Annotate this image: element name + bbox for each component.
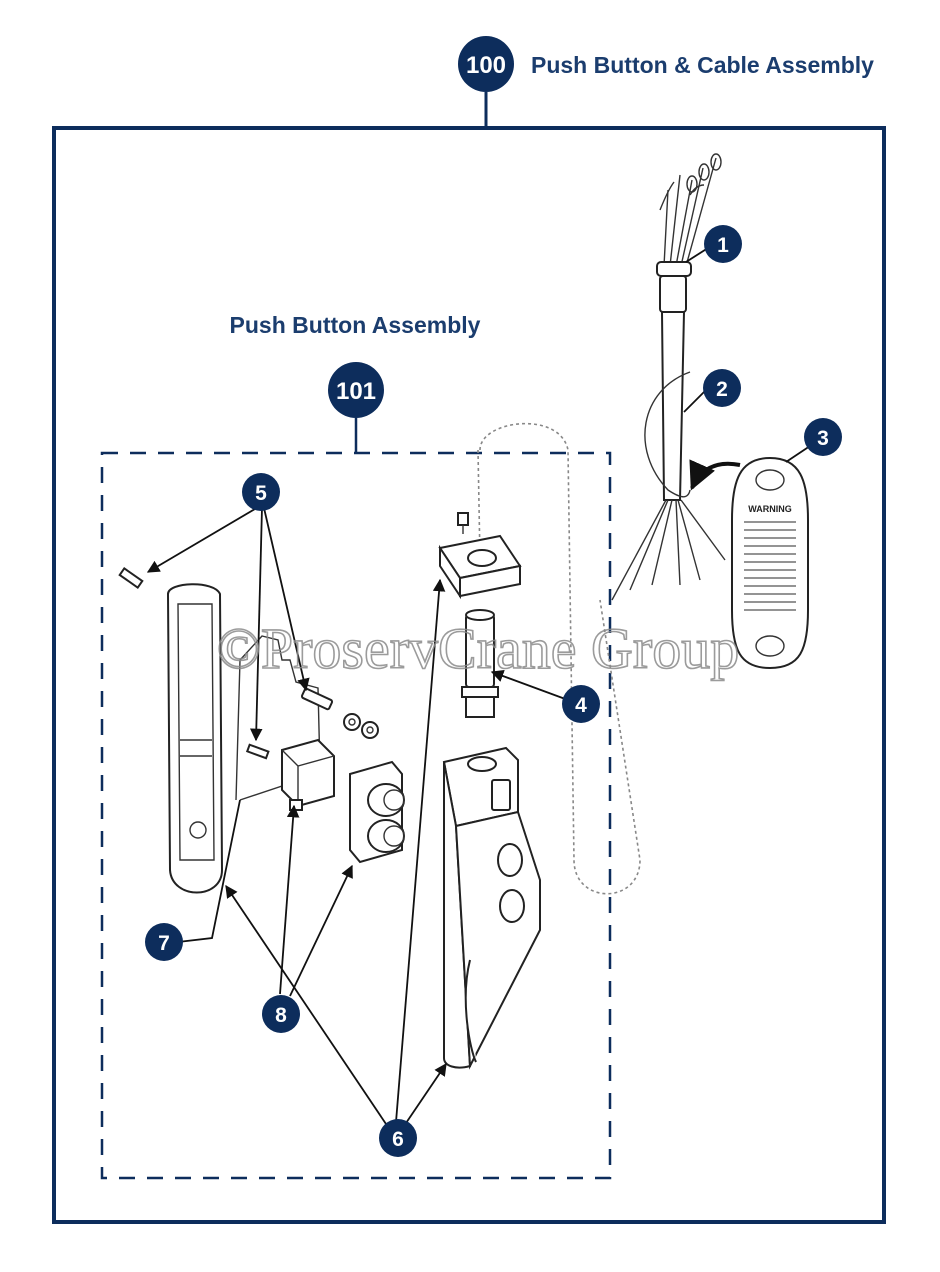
top-cap [438, 534, 522, 600]
callout-4: 4 [562, 685, 600, 723]
svg-text:1: 1 [717, 234, 729, 257]
cable-gland [656, 261, 692, 313]
washers [343, 713, 379, 739]
contact-block [281, 738, 335, 811]
svg-text:5: 5 [255, 482, 267, 505]
warning-label-heading: WARNING [748, 504, 792, 514]
callout-2: 2 [703, 369, 741, 407]
subassembly-callout: 101 [328, 362, 384, 418]
callout-6: 6 [379, 1119, 417, 1157]
svg-text:3: 3 [817, 427, 829, 450]
push-button-plate [349, 760, 405, 864]
watermark: ©ProservCrane Group [217, 616, 739, 681]
leader-lines [146, 247, 811, 1127]
pendant-housing [442, 746, 541, 1070]
subassembly-number: 101 [336, 378, 376, 405]
label-arrow [689, 459, 741, 491]
callout-1: 1 [704, 225, 742, 263]
cable-wires-top [659, 153, 722, 267]
callout-8: 8 [262, 995, 300, 1033]
svg-text:8: 8 [275, 1004, 287, 1027]
cable-entry-tube [461, 609, 499, 718]
subassembly-title: Push Button Assembly [230, 312, 481, 338]
svg-text:4: 4 [575, 694, 587, 717]
cable-wires-bottom [611, 499, 726, 601]
assembly-number: 100 [466, 52, 506, 79]
set-screw [457, 512, 469, 534]
back-cover [166, 583, 224, 894]
svg-text:7: 7 [158, 932, 170, 955]
svg-text:2: 2 [716, 378, 728, 401]
callout-5: 5 [242, 473, 280, 511]
callout-7: 7 [145, 923, 183, 961]
small-screw [245, 743, 270, 760]
assembly-title: Push Button & Cable Assembly [531, 52, 874, 78]
cable-loop-outline [479, 422, 641, 895]
mounting-screw [300, 687, 334, 711]
svg-text:6: 6 [392, 1128, 404, 1151]
assembly-frame [52, 126, 886, 1224]
warning-label: WARNING [731, 456, 809, 670]
callout-3: 3 [804, 418, 842, 456]
assembly-callout: 100 [458, 36, 514, 92]
control-cable [660, 311, 686, 501]
cover-screw [118, 567, 144, 589]
strain-relief-wire [644, 371, 691, 498]
